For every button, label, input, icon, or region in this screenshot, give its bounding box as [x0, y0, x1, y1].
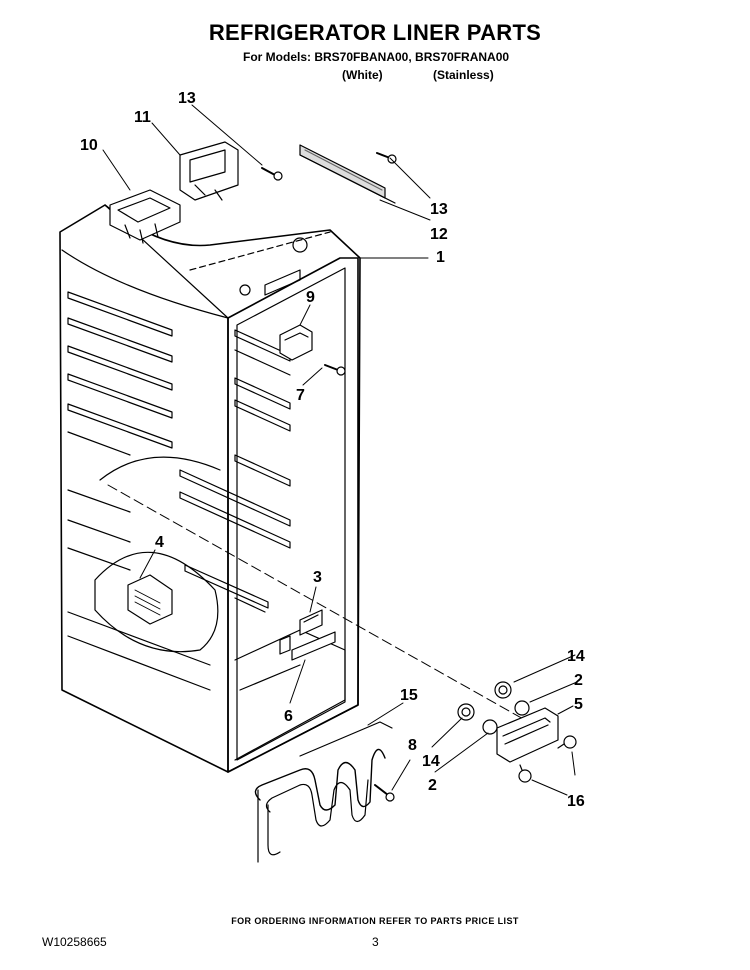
bulb-part-16-upper — [557, 735, 577, 749]
callout-14-right: 14 — [567, 648, 585, 665]
switch-part-6 — [279, 631, 336, 661]
light-cover-part-3 — [299, 609, 323, 636]
leader-lines — [102, 104, 578, 796]
callout-4: 4 — [155, 534, 164, 551]
vent-part-4 — [127, 574, 173, 625]
callout-2-right: 2 — [574, 672, 583, 689]
page-number: 3 — [372, 935, 379, 949]
heater-part-15 — [254, 721, 393, 863]
lamp-socket-part-2-right — [514, 700, 530, 716]
callout-12: 12 — [430, 226, 448, 243]
screw-part-13-right — [376, 152, 397, 164]
screw-part-13-left — [261, 167, 283, 181]
callout-13-upper: 13 — [178, 90, 196, 107]
lamp-socket-part-2-left — [482, 719, 498, 735]
callout-1: 1 — [436, 249, 445, 266]
screw-part-7 — [324, 364, 346, 376]
callout-9: 9 — [306, 289, 315, 306]
lamp-housing-part-5 — [496, 707, 559, 763]
trim-strip-part-12 — [299, 144, 396, 204]
refrigerator-liner — [59, 204, 361, 773]
page-title: REFRIGERATOR LINER PARTS — [208, 20, 542, 45]
callout-5: 5 — [574, 696, 583, 713]
callout-8: 8 — [408, 737, 417, 754]
screw-part-8 — [374, 784, 395, 802]
callout-11: 11 — [134, 109, 151, 126]
ordering-info: FOR ORDERING INFORMATION REFER TO PARTS … — [231, 916, 519, 926]
lamp-socket-part-14-right — [494, 681, 512, 699]
callout-3: 3 — [313, 569, 322, 586]
callout-10: 10 — [80, 137, 98, 154]
models-line: For Models: BRS70FBANA00, BRS70FRANA00 — [243, 50, 510, 64]
variant-white-label: (White) — [342, 68, 383, 82]
callout-6: 6 — [284, 708, 293, 725]
callout-16: 16 — [567, 793, 585, 810]
document-number: W10258665 — [42, 935, 107, 949]
callout-15: 15 — [400, 687, 418, 704]
variant-stainless-label: (Stainless) — [433, 68, 494, 82]
callout-2-left: 2 — [428, 777, 437, 794]
callout-14-left: 14 — [422, 753, 440, 770]
callout-13-right: 13 — [430, 201, 448, 218]
control-housing-part-10 — [109, 189, 181, 244]
lamp-socket-part-14-left — [457, 703, 475, 721]
bracket-part-9 — [279, 324, 313, 361]
right-wall-rails — [234, 329, 291, 613]
callout-7: 7 — [296, 387, 305, 404]
bulb-part-16-lower — [518, 764, 532, 783]
left-wall-rails — [67, 291, 211, 691]
bracket-part-11 — [179, 141, 239, 201]
